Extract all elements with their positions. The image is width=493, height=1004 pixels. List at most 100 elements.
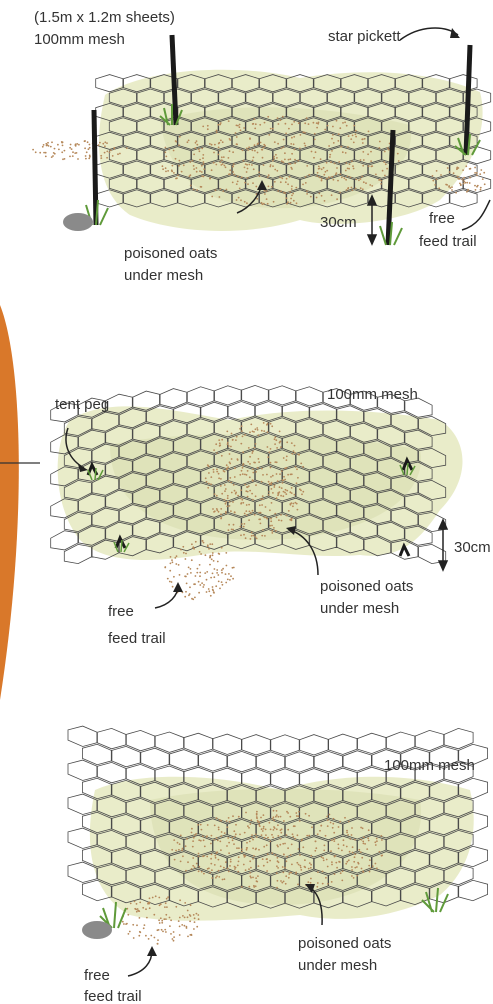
oat-grain xyxy=(306,193,308,195)
oat-grain xyxy=(227,826,229,828)
oat-grain xyxy=(465,165,467,167)
oat-grain xyxy=(310,867,312,869)
oat-grain xyxy=(365,182,367,184)
oat-grain xyxy=(289,816,291,818)
oat-grain xyxy=(483,172,485,174)
oat-grain xyxy=(469,168,471,170)
oat-grain xyxy=(89,156,91,158)
oat-grain xyxy=(253,855,255,857)
oat-grain xyxy=(270,520,272,522)
oat-grain xyxy=(257,429,259,431)
oat-grain xyxy=(350,177,352,179)
oat-grain xyxy=(255,848,257,850)
oat-grain xyxy=(299,488,301,490)
oat-grain xyxy=(246,148,248,150)
oat-grain xyxy=(245,490,247,492)
oat-grain xyxy=(225,861,227,863)
oat-grain xyxy=(216,471,218,473)
oat-grain xyxy=(261,149,263,151)
oat-grain xyxy=(77,158,79,160)
oat-grain xyxy=(328,176,330,178)
oat-grain xyxy=(172,938,174,940)
oat-grain xyxy=(259,124,261,126)
oat-grain xyxy=(215,877,217,879)
oat-grain xyxy=(219,196,221,198)
oat-grain xyxy=(193,165,195,167)
oat-grain xyxy=(250,512,252,514)
oat-grain xyxy=(227,495,229,497)
oat-grain xyxy=(251,452,253,454)
oat-grain xyxy=(218,859,220,861)
oat-grain xyxy=(147,903,149,905)
oat-grain xyxy=(163,918,165,920)
oat-grain xyxy=(336,867,338,869)
oat-grain xyxy=(224,832,226,834)
oat-grain xyxy=(263,846,265,848)
oat-grain xyxy=(270,829,272,831)
oat-grain xyxy=(360,827,362,829)
oat-grain xyxy=(253,118,255,120)
oat-grain xyxy=(117,153,119,155)
feed-trail-label: feed trail xyxy=(108,630,166,647)
oat-grain xyxy=(189,586,191,588)
oat-grain xyxy=(277,860,279,862)
oat-grain xyxy=(305,182,307,184)
oat-grain xyxy=(228,817,230,819)
oat-grain xyxy=(190,904,192,906)
oat-grain xyxy=(161,922,163,924)
oat-grain xyxy=(243,127,245,129)
oat-grain xyxy=(195,575,197,577)
oat-grain xyxy=(340,872,342,874)
oat-grain xyxy=(358,849,360,851)
oat-grain xyxy=(220,188,222,190)
oat-grain xyxy=(164,151,166,153)
oat-grain xyxy=(381,839,383,841)
oat-grain xyxy=(249,872,251,874)
oat-grain xyxy=(302,846,304,848)
oat-grain xyxy=(217,840,219,842)
oat-grain xyxy=(446,184,448,186)
oat-grain xyxy=(236,125,238,127)
oat-grain xyxy=(232,578,234,580)
oat-grain xyxy=(345,170,347,172)
oat-grain xyxy=(263,865,265,867)
oat-grain xyxy=(318,166,320,168)
oat-grain xyxy=(331,881,333,883)
oat-grain xyxy=(338,861,340,863)
oat-grain xyxy=(476,172,478,174)
oat-grain xyxy=(215,164,217,166)
oat-grain xyxy=(280,441,282,443)
oat-grain xyxy=(225,501,227,503)
oat-grain xyxy=(369,871,371,873)
oat-grain xyxy=(290,143,292,145)
oat-grain xyxy=(277,867,279,869)
oat-grain xyxy=(285,493,287,495)
oat-grain xyxy=(380,835,382,837)
oat-grain xyxy=(285,123,287,125)
oat-grain xyxy=(270,128,272,130)
oat-grain xyxy=(182,848,184,850)
oat-grain xyxy=(341,880,343,882)
oat-grain xyxy=(222,879,224,881)
oat-grain xyxy=(255,123,257,125)
oat-grain xyxy=(196,863,198,865)
oat-grain xyxy=(215,585,217,587)
oat-grain xyxy=(43,144,45,146)
oat-grain xyxy=(314,850,316,852)
oat-grain xyxy=(354,853,356,855)
oat-grain xyxy=(339,173,341,175)
oat-grain xyxy=(192,846,194,848)
oat-grain xyxy=(233,484,235,486)
oat-grain xyxy=(333,142,335,144)
oat-grain xyxy=(294,149,296,151)
oat-grain xyxy=(286,834,288,836)
oat-grain xyxy=(233,524,235,526)
oat-grain xyxy=(129,931,131,933)
oat-grain xyxy=(353,125,355,127)
oat-grain xyxy=(175,850,177,852)
oat-grain xyxy=(165,171,167,173)
oat-grain xyxy=(263,430,265,432)
oat-grain xyxy=(216,572,218,574)
oat-grain xyxy=(242,150,244,152)
oat-grain xyxy=(397,153,399,155)
